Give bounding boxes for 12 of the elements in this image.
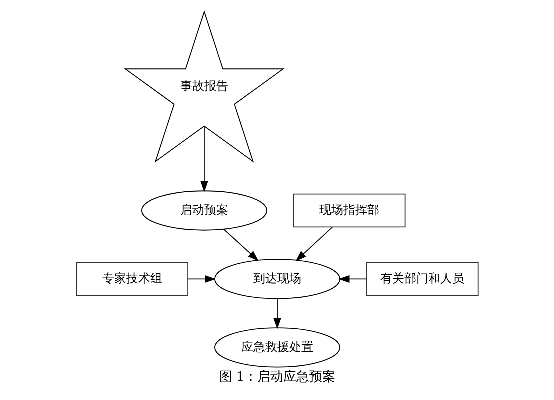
arrow bbox=[338, 275, 367, 284]
node-ellipse: 到达现场 bbox=[214, 259, 340, 300]
arrow bbox=[223, 229, 258, 262]
caption: 图 1：启动应急预案 bbox=[218, 370, 336, 386]
node-box: 现场指挥部 bbox=[292, 194, 406, 228]
node-box: 专家技术组 bbox=[76, 262, 188, 296]
arrow bbox=[273, 298, 281, 330]
arrow bbox=[187, 275, 216, 284]
arrow bbox=[295, 227, 332, 262]
node-ellipse: 启动预案 bbox=[140, 190, 267, 231]
node-box: 有关部门和人员 bbox=[366, 262, 478, 296]
node-ellipse: 应急救援处置 bbox=[214, 328, 340, 368]
